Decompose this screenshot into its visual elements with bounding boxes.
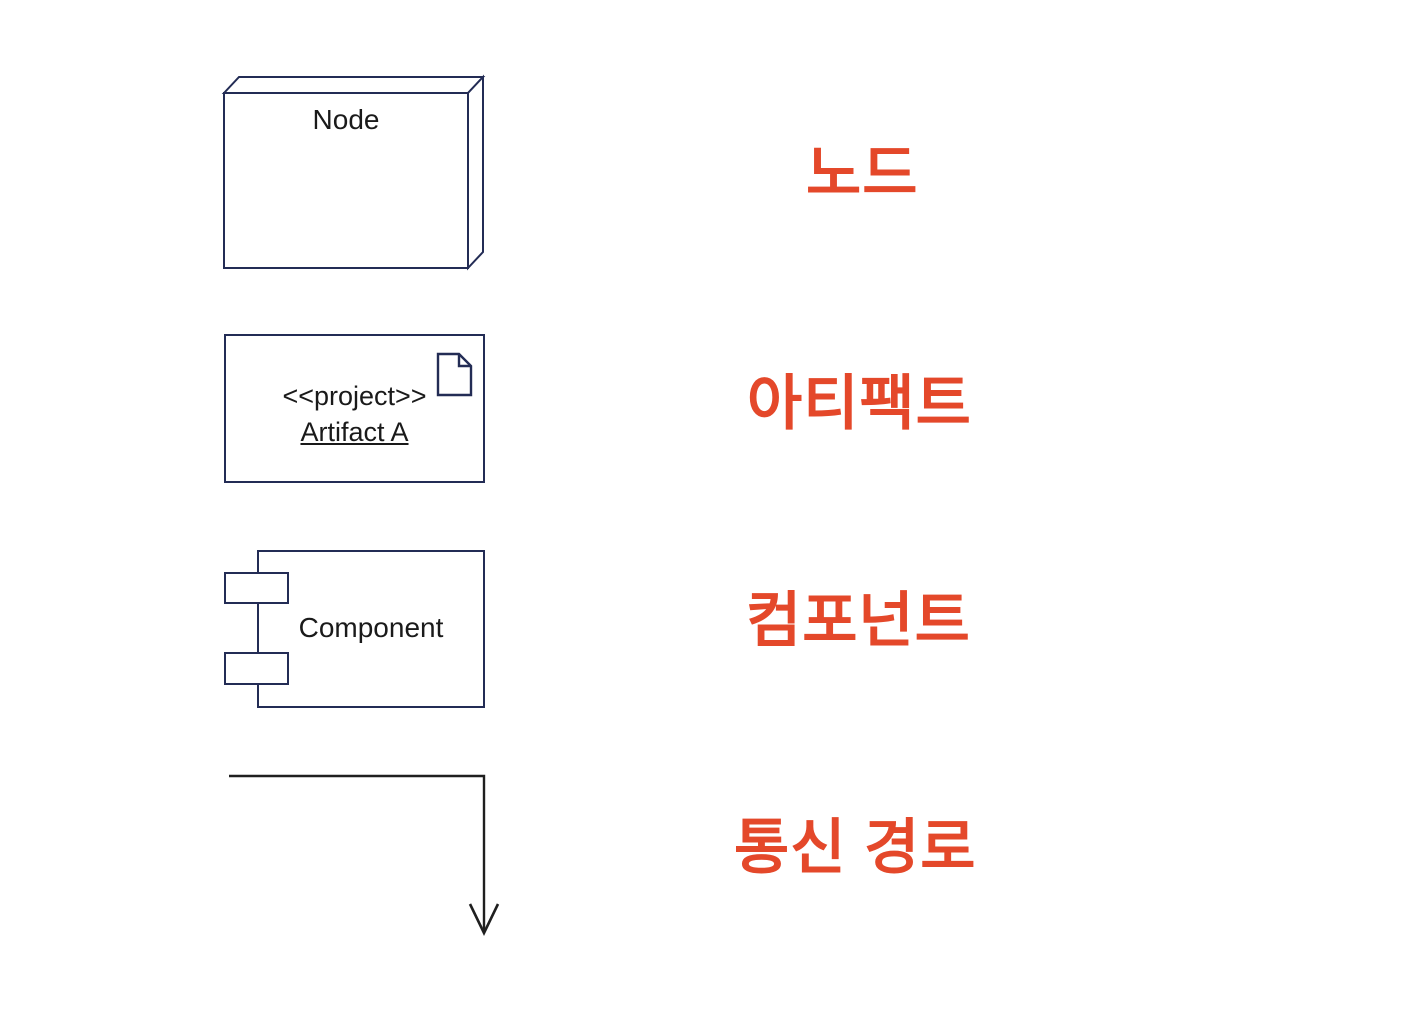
communication-path-arrow <box>229 774 500 936</box>
component-port-top <box>224 572 289 604</box>
arrow-head <box>468 903 500 936</box>
document-icon <box>436 352 473 397</box>
node-shape-label: Node <box>312 104 380 135</box>
artifact-shape-label: Artifact A <box>300 417 409 448</box>
component-port-bottom <box>224 652 289 685</box>
legend-label-artifact: 아티팩트 <box>747 370 972 437</box>
legend-label-node: 노드 <box>806 140 919 207</box>
artifact-stereotype: <<project>> <box>282 381 427 411</box>
legend-label-communication-path: 통신 경로 <box>734 814 977 881</box>
component-shape-label: Component <box>298 612 444 643</box>
legend-label-component: 컴포넌트 <box>746 587 971 654</box>
node-shape <box>221 74 486 271</box>
component-shape <box>257 550 485 708</box>
